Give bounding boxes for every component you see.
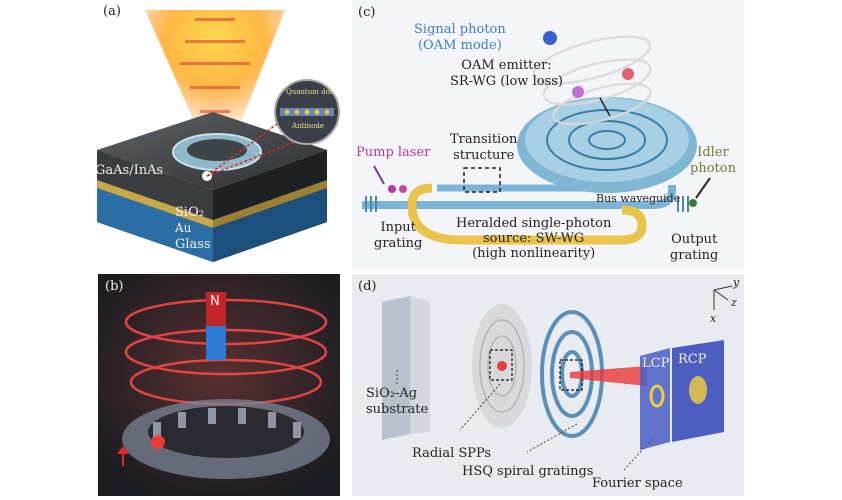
panel-c: (c) Signal photon(OAM mode) OAM emitter:… xyxy=(352,0,744,270)
idler-arrow xyxy=(695,177,711,199)
axis-x-label: x xyxy=(710,312,717,325)
antinode-label: Antinode xyxy=(292,122,324,130)
oam-emitter-label: OAM emitter:SR-WG (low loss) xyxy=(450,58,563,89)
signal-photon-dot xyxy=(543,31,557,45)
radial-spp-label: Radial SPPs xyxy=(412,446,492,461)
panel-a-illustration xyxy=(97,10,340,262)
panel-a: (a) Quantum dot Antinode GaAs/InAs SiO₂ … xyxy=(95,0,340,270)
fourier-space-label: Fourier space xyxy=(592,476,683,491)
panel-b-illustration xyxy=(98,274,340,496)
substrate-block xyxy=(382,296,410,440)
panel-c-illustration xyxy=(362,31,711,245)
rcp-label: RCP xyxy=(678,352,707,367)
axis-y-label: y xyxy=(733,276,740,289)
bus-waveguide-label: Bus waveguide xyxy=(596,192,681,205)
hsq-label: HSQ spiral gratings xyxy=(462,464,594,479)
axis-z-label: z xyxy=(731,296,737,309)
layer-au-label: Au xyxy=(175,221,192,235)
panel-b: (b) N xyxy=(98,274,340,496)
signal-photon-label: Signal photon(OAM mode) xyxy=(414,22,506,53)
layer-sio2-label: SiO₂ xyxy=(175,205,204,220)
panel-d-tag: (d) xyxy=(358,279,377,294)
emitter-dot xyxy=(151,435,165,449)
oam-beam xyxy=(532,35,652,126)
output-grating xyxy=(677,196,689,212)
heralded-source-loop xyxy=(407,183,647,245)
pump-laser-label: Pump laser xyxy=(356,145,431,160)
panel-a-tag: (a) xyxy=(103,4,121,19)
lcp-screen xyxy=(640,348,670,450)
output-beam xyxy=(570,366,647,386)
emission-beam xyxy=(145,10,285,150)
spin-arrow-icon xyxy=(117,446,129,466)
axes-indicator xyxy=(713,285,733,310)
magnet-north xyxy=(206,292,226,326)
panel-b-tag: (b) xyxy=(105,279,124,294)
pump-arrow xyxy=(373,165,385,185)
layer-glass-label: Glass xyxy=(175,237,211,252)
layer-gaas-label: GaAs/InAs xyxy=(95,163,164,178)
panel-c-tag: (c) xyxy=(358,5,376,20)
bus-waveguide xyxy=(362,185,676,209)
panel-d-illustration xyxy=(382,285,733,471)
lcp-label: LCP xyxy=(642,356,670,371)
transition-box xyxy=(463,167,501,193)
magnet-south xyxy=(206,326,226,360)
quantum-dot-label: Quantum dot xyxy=(286,88,333,96)
idler-photon-dot xyxy=(689,199,697,207)
magnet-n-label: N xyxy=(210,294,220,309)
input-grating xyxy=(365,196,377,212)
